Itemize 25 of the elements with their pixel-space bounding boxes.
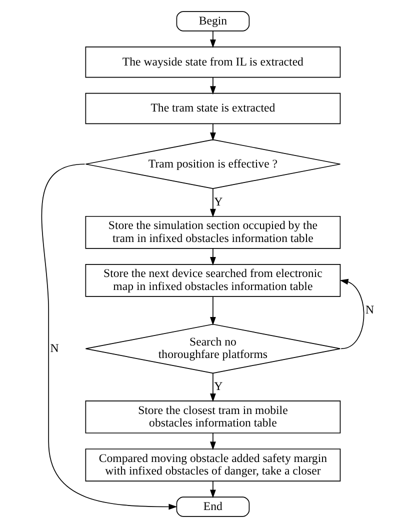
arrow (210, 123, 216, 141)
arrow (210, 30, 216, 48)
arrow (210, 188, 216, 218)
node-diamond: Search no thoroughfare platforms (85, 324, 341, 374)
arrow (210, 432, 216, 450)
node-box: Store the simulation section occupied by the tram in infixed obstacles information table (85, 216, 341, 249)
node-box: Compared moving obstacle added safety margin with infixed obstacles of danger, take a closer (85, 448, 341, 482)
node-box: End (176, 496, 250, 517)
edge-label: Y (214, 379, 223, 394)
node-box: Store the next device searched from electronic map in infixed obstacles information table (85, 264, 341, 297)
arrow (210, 296, 216, 326)
edge-label: Y (214, 194, 223, 209)
arrow (210, 248, 216, 266)
edge-label: N (365, 302, 374, 316)
node-box: The wayside state from IL is extracted (85, 46, 341, 78)
arrow (41, 164, 178, 510)
arrow (210, 76, 216, 95)
node-diamond: Tram position is effective ? (85, 139, 341, 189)
arrow (210, 372, 216, 402)
edge-label: N (50, 340, 59, 355)
node-box: Begin (176, 11, 250, 32)
node-box: The tram state is extracted (85, 92, 341, 124)
arrow (210, 480, 216, 498)
arrow (340, 278, 364, 350)
node-box: Store the closest tram in mobile obstacles information table (85, 400, 341, 434)
